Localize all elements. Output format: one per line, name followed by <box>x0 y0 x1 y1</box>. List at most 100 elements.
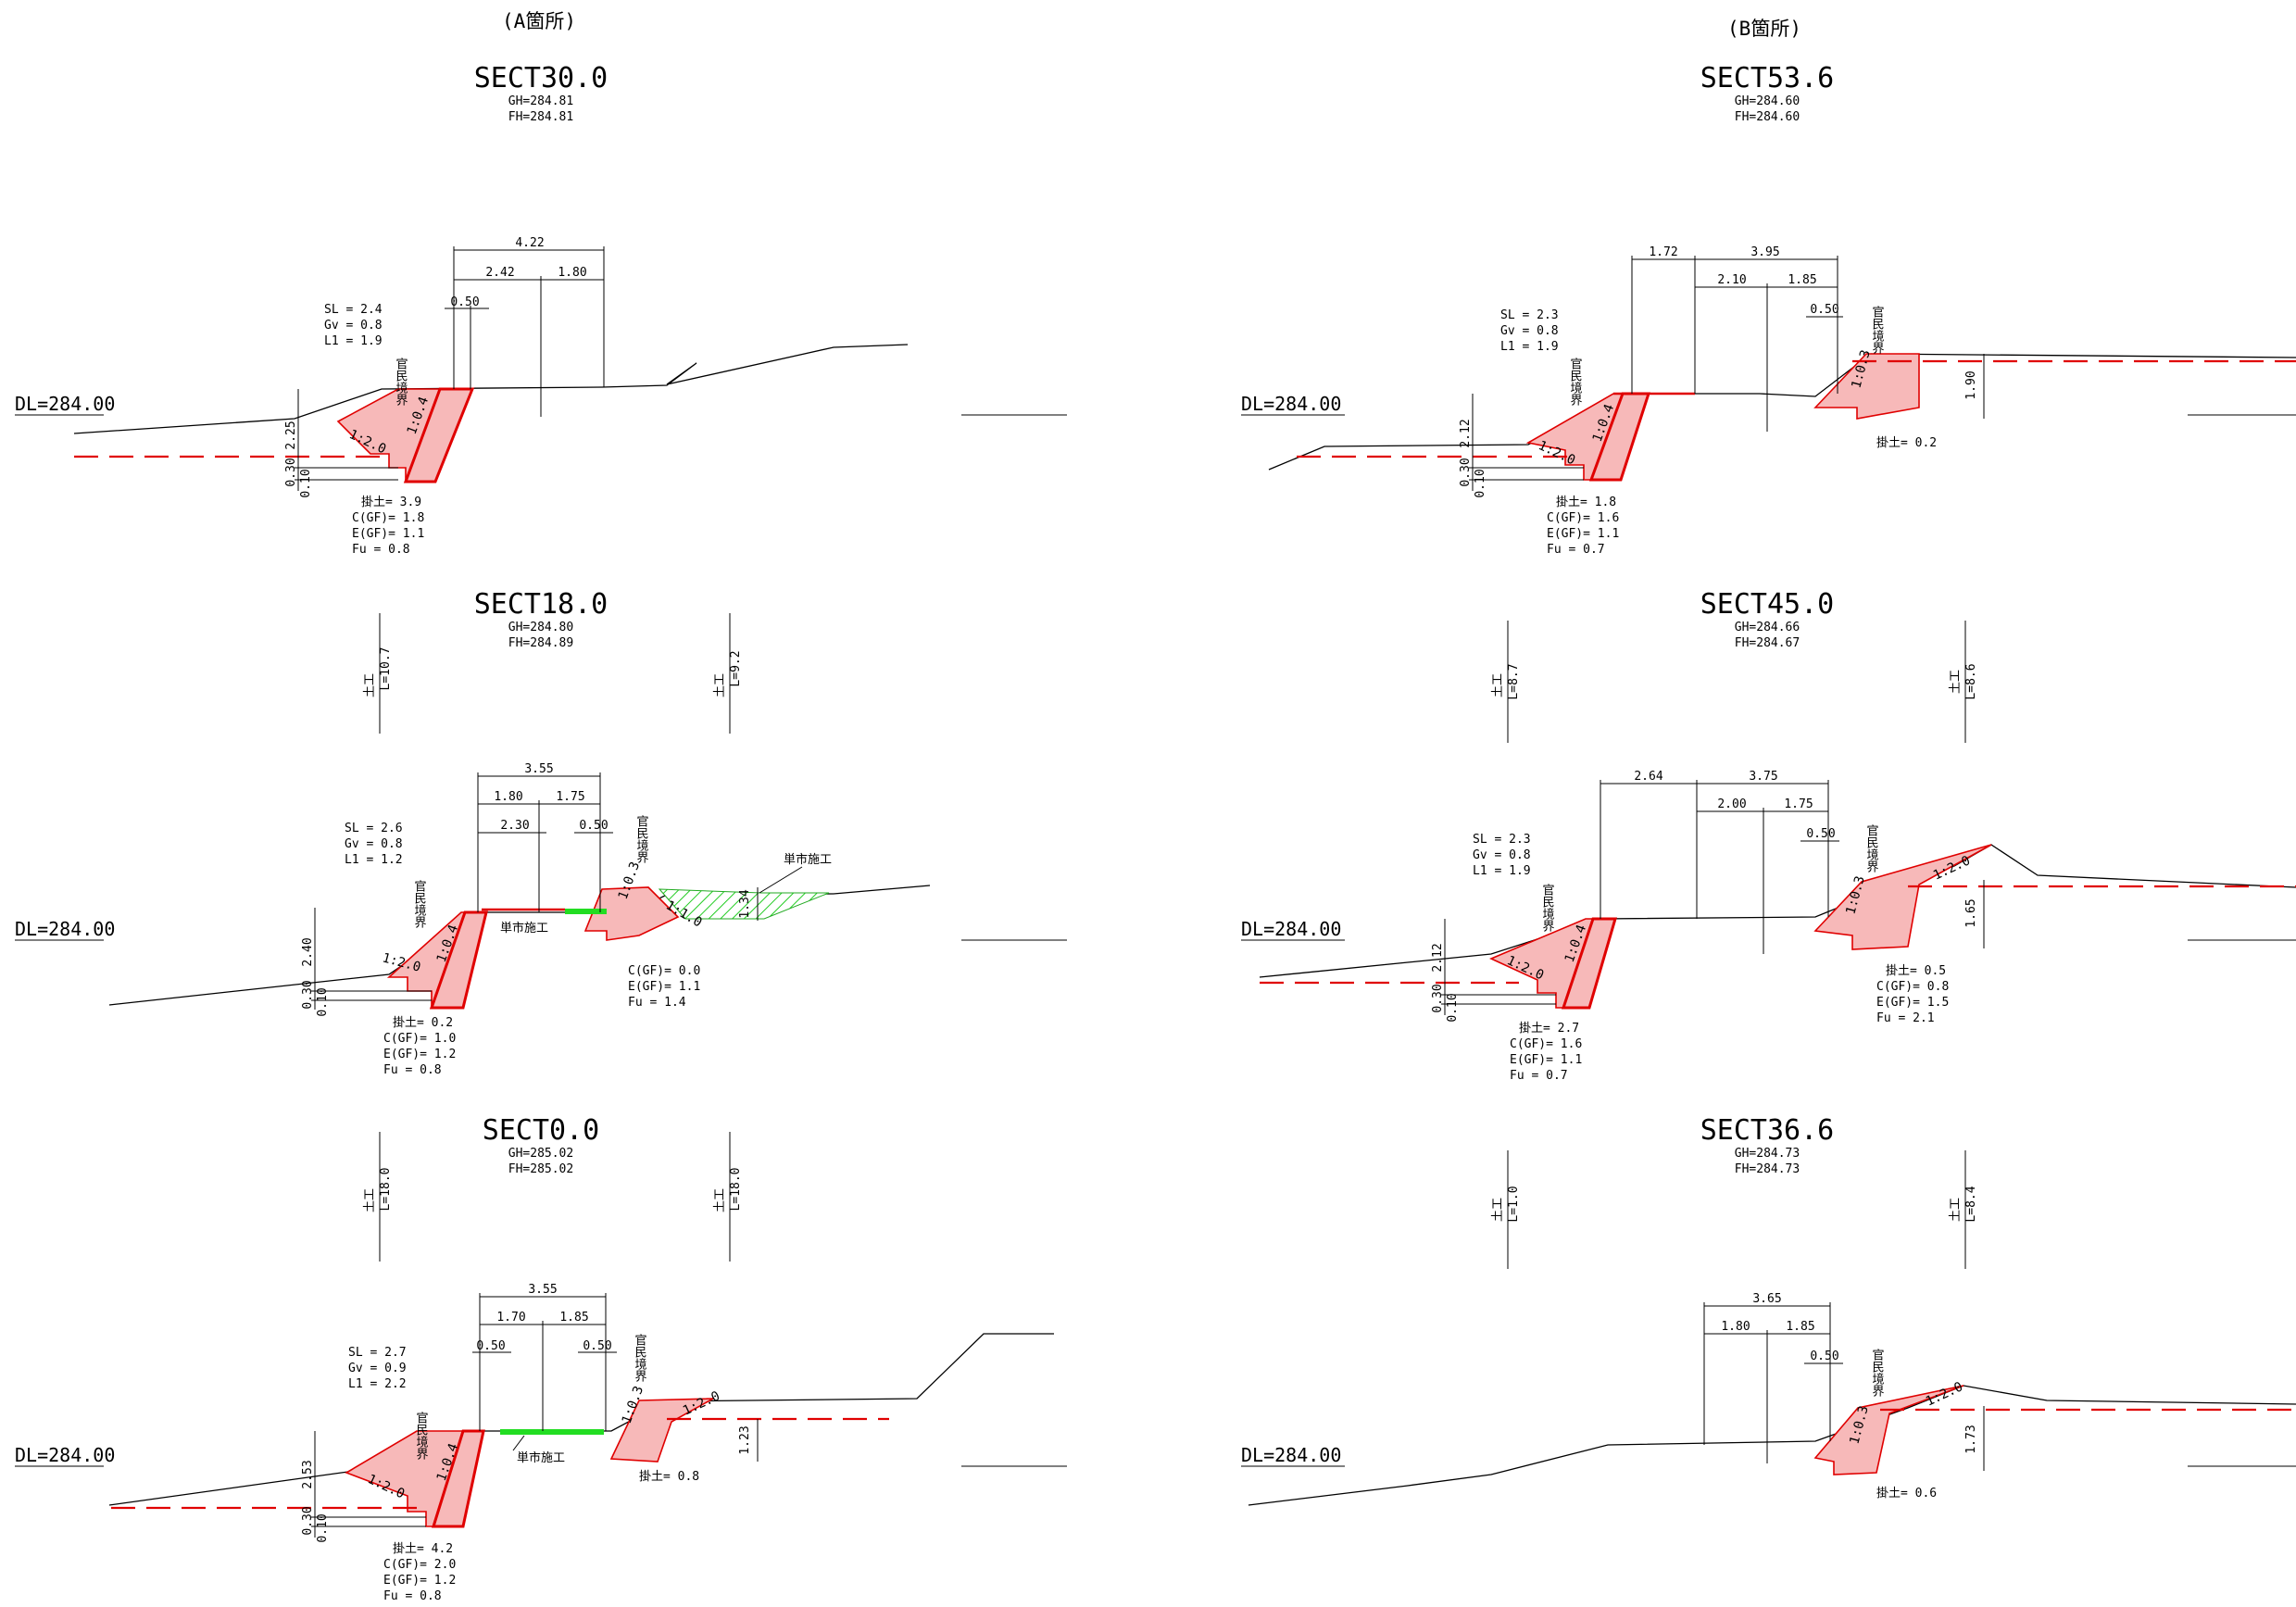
datum-label: DL=284.00 <box>15 1444 115 1466</box>
spacing-a-left-2: L=18.0 <box>379 1168 393 1212</box>
spacing-a-left-1: L=10.7 <box>379 647 393 691</box>
dim-d2: 1.85 <box>1786 1320 1814 1334</box>
qty: Fu = 2.1 <box>1876 1011 1935 1025</box>
section-title: SECT45.0 <box>1700 588 1835 621</box>
qty: Fu = 0.7 <box>1547 543 1605 557</box>
dim-d3: 0.50 <box>476 1339 505 1353</box>
qty: 掛土= 3.9 <box>361 496 421 509</box>
earth-mark: 土工 <box>1491 673 1505 697</box>
param-sl: SL = 2.3 <box>1473 833 1531 847</box>
section-title: SECT0.0 <box>483 1114 599 1147</box>
section-sect36: SECT36.6 GH=284.73 FH=284.73 DL=284.00 3… <box>1241 1114 2296 1506</box>
height-h2: 0.30 <box>301 1506 315 1535</box>
qty: C(GF)= 1.6 <box>1547 511 1619 525</box>
section-sect53: SECT53.6 GH=284.60 FH=284.60 DL=284.00 S… <box>1241 62 2296 557</box>
slope-label: 1:2.0 <box>681 1388 722 1418</box>
spacing-markers-b: 土工 L=8.7 土工 L=8.6 土工 L=1.0 土工 L=8.4 <box>1491 621 1978 1269</box>
retaining-wall <box>1561 917 1617 1010</box>
ground-line <box>1268 353 2296 471</box>
formation-height: FH=285.02 <box>508 1162 573 1176</box>
ground-line <box>108 1333 1054 1506</box>
boundary-label: 官民境界 <box>394 357 408 407</box>
qty: 掛土= 0.8 <box>639 1470 699 1484</box>
dim-total: 3.55 <box>524 762 553 776</box>
qty: C(GF)= 1.8 <box>352 511 424 525</box>
height-hr: 1.23 <box>738 1425 752 1454</box>
param-l1: L1 = 1.9 <box>324 334 383 348</box>
param-l1: L1 = 1.9 <box>1473 864 1531 878</box>
earth-mark: 土工 <box>363 1188 377 1212</box>
section-sect0: SECT0.0 GH=285.02 FH=285.02 DL=284.00 SL… <box>15 1114 1067 1603</box>
section-sect30: SECT30.0 GH=284.81 FH=284.81 DL=284.00 S… <box>15 62 1067 557</box>
height-h3: 0.10 <box>1474 469 1487 497</box>
formation-height: FH=284.89 <box>508 636 573 650</box>
section-sect18: SECT18.0 GH=284.80 FH=284.89 DL=284.00 S… <box>15 588 1067 1077</box>
ground-line <box>108 885 931 1006</box>
param-sl: SL = 2.4 <box>324 303 383 317</box>
section-title: SECT53.6 <box>1700 62 1835 94</box>
earth-mark: 土工 <box>1949 1198 1963 1222</box>
spacing-b-right-2: L=8.4 <box>1964 1186 1978 1222</box>
qty: C(GF)= 1.6 <box>1510 1037 1582 1051</box>
dim-d2: 1.75 <box>1784 797 1813 811</box>
ground-height: GH=284.60 <box>1735 94 1800 108</box>
ground-height: GH=284.73 <box>1735 1147 1800 1161</box>
ground-height: GH=284.80 <box>508 621 573 634</box>
earth-mark: 土工 <box>1491 1198 1505 1222</box>
dim-d1: 1.70 <box>496 1311 525 1325</box>
municipal-work-note: 単市施工 <box>500 921 548 935</box>
ground-height: GH=284.81 <box>508 94 573 108</box>
height-hr: 1.90 <box>1964 370 1978 399</box>
qty: Fu = 0.8 <box>352 543 410 557</box>
earth-mark: 土工 <box>713 1188 727 1212</box>
leader-line <box>512 1435 525 1451</box>
height-h3: 0.10 <box>299 469 313 497</box>
height-h1: 2.40 <box>301 937 315 966</box>
boundary-label: 官民境界 <box>1540 883 1555 933</box>
height-hr: 1.73 <box>1964 1425 1978 1453</box>
section-title: SECT18.0 <box>474 588 609 621</box>
leader-line <box>759 866 803 894</box>
datum-label: DL=284.00 <box>15 393 115 415</box>
dim-d0: 1.72 <box>1649 245 1677 259</box>
boundary-label: 官民境界 <box>1864 823 1879 873</box>
ground-line <box>1248 1385 2296 1506</box>
slope-label: 1:2.0 <box>1924 1379 1965 1409</box>
param-gv: Gv = 0.8 <box>1473 848 1531 862</box>
dim-total: 3.55 <box>528 1283 557 1297</box>
qty: C(GF)= 0.8 <box>1876 980 1949 994</box>
param-l1: L1 = 2.2 <box>348 1377 407 1391</box>
boundary-label: 官民境界 <box>634 814 649 864</box>
param-gv: Gv = 0.8 <box>324 319 383 333</box>
dim-d4: 0.50 <box>579 819 608 833</box>
formation-height: FH=284.60 <box>1735 110 1800 124</box>
param-l1: L1 = 1.9 <box>1500 340 1559 354</box>
qty: E(GF)= 1.5 <box>1876 996 1949 1010</box>
dim-d3: 0.50 <box>1806 827 1835 841</box>
formation-height: FH=284.81 <box>508 110 573 124</box>
dim-d3: 0.50 <box>1810 1350 1838 1363</box>
qty: E(GF)= 1.1 <box>1547 527 1619 541</box>
qty: E(GF)= 1.2 <box>383 1574 456 1588</box>
earth-mark: 土工 <box>363 673 377 697</box>
spacing-b-right-1: L=8.6 <box>1964 663 1978 699</box>
height-h1: 2.53 <box>301 1460 315 1488</box>
height-h2: 0.30 <box>284 458 298 486</box>
datum-label: DL=284.00 <box>1241 1444 1341 1466</box>
dim-d1: 2.10 <box>1717 273 1746 287</box>
dim-d2: 1.75 <box>556 790 584 804</box>
section-title: SECT36.6 <box>1700 1114 1835 1147</box>
qty: 掛土= 0.2 <box>1876 436 1937 450</box>
qty: C(GF)= 2.0 <box>383 1558 456 1572</box>
area-a-header: (A箇所) <box>502 10 576 32</box>
qty: 掛土= 1.8 <box>1556 496 1616 509</box>
dim-d1: 2.00 <box>1717 797 1746 811</box>
ground-height: GH=285.02 <box>508 1147 573 1161</box>
qty: 掛土= 0.5 <box>1886 964 1946 978</box>
qty: Fu = 0.8 <box>383 1589 442 1603</box>
ground-height: GH=284.66 <box>1735 621 1800 634</box>
qty: Fu = 1.4 <box>628 996 686 1010</box>
dim-total: 3.75 <box>1749 770 1777 784</box>
dim-d4: 0.50 <box>583 1339 611 1353</box>
